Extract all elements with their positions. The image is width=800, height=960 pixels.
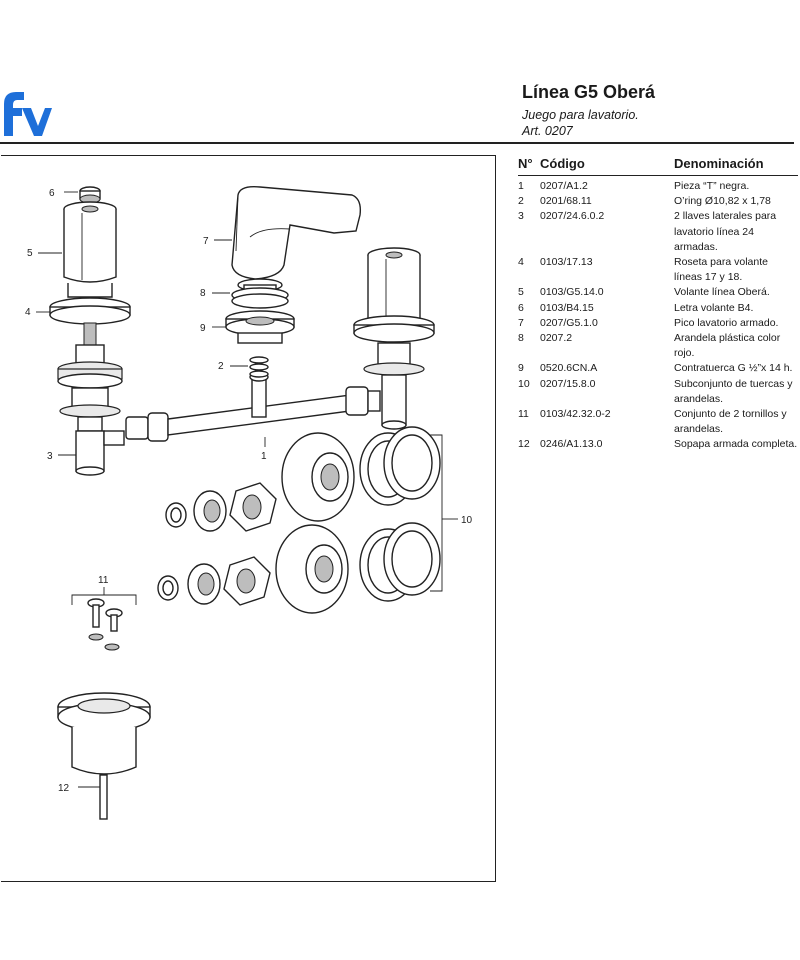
header-code: Código bbox=[540, 156, 585, 171]
header-name: Denominación bbox=[674, 156, 764, 171]
table-row: 11 0103/42.32.0-2 Conjunto de 2 tornillos … bbox=[518, 407, 798, 437]
row-number: 12 bbox=[518, 438, 530, 451]
row-number: 3 bbox=[518, 210, 524, 223]
label-12: 12 bbox=[58, 783, 70, 794]
label-10: 10 bbox=[461, 515, 473, 526]
fv-logo bbox=[0, 80, 52, 138]
nuts-washers-group bbox=[157, 426, 458, 614]
left-valve-assembly bbox=[49, 186, 131, 476]
row-code: 0201/68.11 bbox=[540, 195, 592, 208]
t-piece-assembly bbox=[125, 356, 381, 442]
row-code: 0520.6CN.A bbox=[540, 362, 598, 375]
label-7: 7 bbox=[203, 236, 209, 247]
header-number: N° bbox=[518, 156, 533, 171]
label-2: 2 bbox=[218, 361, 224, 372]
row-code: 0207/24.6.0.2 bbox=[540, 210, 605, 223]
table-row: 4 0103/17.13 Roseta para volante líneas 17… bbox=[518, 255, 798, 285]
row-code: 0207/A1.2 bbox=[540, 180, 588, 192]
diagram-frame bbox=[1, 155, 496, 882]
table-row: 5 0103/G5.14.0 Volante línea Oberá. bbox=[518, 285, 798, 300]
row-number: 2 bbox=[518, 195, 524, 208]
parts-table-body: 1 0207/A1.2 Pieza “T” negra. 2 0201/68.11 O’r… bbox=[518, 179, 798, 453]
row-number: 4 bbox=[518, 256, 524, 269]
row-name: Subconjunto de tuercas y arandelas. bbox=[674, 377, 793, 405]
parts-table: N° Código Denominación 1 0207/A1.2 Pieza “… bbox=[518, 156, 798, 453]
row-name: Roseta para volante líneas 17 y 18. bbox=[674, 256, 768, 284]
row-number: 5 bbox=[518, 286, 524, 299]
row-name: Conjunto de 2 tornillos y arandelas. bbox=[674, 408, 787, 436]
row-name: Sopapa armada completa. bbox=[674, 438, 798, 451]
table-row: 10 0207/15.8.0 Subconjunto de tuercas y ar… bbox=[518, 377, 798, 407]
row-name: Arandela plástica color rojo. bbox=[674, 332, 781, 360]
screws-group bbox=[71, 587, 137, 651]
row-number: 1 bbox=[518, 180, 524, 192]
drain-assembly bbox=[57, 692, 151, 820]
row-number: 6 bbox=[518, 301, 524, 314]
header: Línea G5 Oberá Juego para lavatorio. Art… bbox=[522, 82, 655, 139]
row-name: Pieza “T” negra. bbox=[674, 180, 750, 192]
table-row: 8 0207.2 Arandela plástica color rojo. bbox=[518, 331, 798, 361]
label-4: 4 bbox=[25, 307, 31, 318]
product-title: Línea G5 Oberá bbox=[522, 82, 656, 102]
row-name: Volante línea Oberá. bbox=[674, 286, 770, 299]
article-number: Art. 0207 bbox=[522, 124, 573, 138]
row-number: 10 bbox=[518, 377, 530, 390]
label-8: 8 bbox=[200, 288, 206, 299]
table-row: 12 0246/A1.13.0 Sopapa armada completa. bbox=[518, 437, 798, 452]
row-name: Contratuerca G ½”x 14 h. bbox=[674, 362, 793, 375]
header-rule bbox=[0, 142, 794, 144]
leader-lines bbox=[36, 191, 266, 788]
table-row: 1 0207/A1.2 Pieza “T” negra. bbox=[518, 179, 798, 194]
parts-table-header: N° Código Denominación bbox=[518, 156, 798, 176]
label-3: 3 bbox=[47, 451, 53, 462]
exploded-diagram: 6 5 4 3 7 8 9 2 1 10 11 12 bbox=[0, 155, 496, 881]
table-row: 6 0103/B4.15 Letra volante B4. bbox=[518, 301, 798, 316]
table-row: 3 0207/24.6.0.2 2 llaves laterales para la… bbox=[518, 209, 798, 255]
row-code: 0103/42.32.0-2 bbox=[540, 408, 611, 421]
row-code: 0103/17.13 bbox=[540, 256, 593, 269]
label-9: 9 bbox=[200, 323, 206, 334]
label-5: 5 bbox=[27, 248, 33, 259]
row-name: 2 llaves laterales para lavatorio línea … bbox=[674, 210, 777, 253]
row-code: 0103/G5.14.0 bbox=[540, 286, 604, 299]
row-number: 8 bbox=[518, 332, 524, 345]
row-number: 11 bbox=[518, 408, 529, 421]
row-code: 0207/G5.1.0 bbox=[540, 316, 598, 329]
table-row: 9 0520.6CN.A Contratuerca G ½”x 14 h. bbox=[518, 361, 798, 376]
spout-assembly bbox=[225, 185, 362, 344]
row-code: 0207/15.8.0 bbox=[540, 377, 596, 390]
table-row: 7 0207/G5.1.0 Pico lavatorio armado. bbox=[518, 316, 798, 331]
row-name: Letra volante B4. bbox=[674, 301, 754, 314]
label-6: 6 bbox=[49, 188, 55, 199]
label-1: 1 bbox=[261, 451, 267, 462]
row-number: 7 bbox=[518, 316, 524, 329]
table-row: 2 0201/68.11 O’ring Ø10,82 x 1,78 bbox=[518, 194, 798, 209]
row-code: 0103/B4.15 bbox=[540, 301, 594, 314]
row-number: 9 bbox=[518, 362, 524, 375]
right-valve-assembly bbox=[353, 247, 435, 430]
row-name: O’ring Ø10,82 x 1,78 bbox=[674, 195, 771, 208]
label-11: 11 bbox=[98, 575, 109, 586]
row-code: 0246/A1.13.0 bbox=[540, 438, 603, 451]
product-subtitle: Juego para lavatorio. bbox=[522, 108, 639, 122]
row-name: Pico lavatorio armado. bbox=[674, 316, 779, 329]
row-code: 0207.2 bbox=[540, 332, 573, 345]
